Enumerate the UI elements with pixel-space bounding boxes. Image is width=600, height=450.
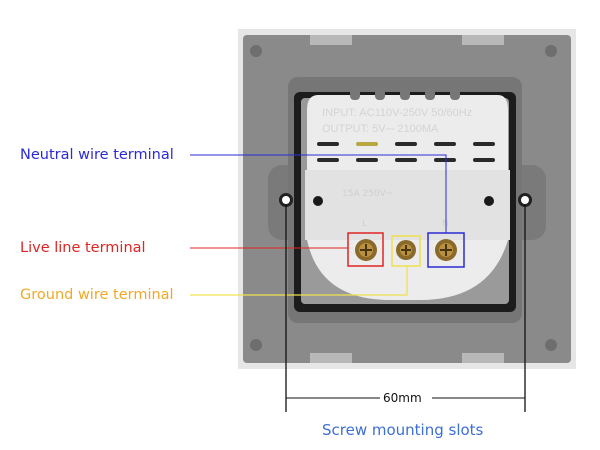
socket-rating-text: 15A 250V~ [342,189,393,199]
neutral-mark: N [442,219,449,229]
input-rating-text: INPUT: AC110V-250V 50/60Hz [322,107,472,119]
plate-screw-holes [250,45,557,351]
dimension-label: 60mm [383,391,422,405]
plate-clips [310,35,504,363]
left-mounting-slot [282,196,290,204]
neutral-wire-label: Neutral wire terminal [20,147,174,163]
ground-terminal-box [391,235,421,267]
live-terminal-box [347,232,384,267]
neutral-leader-line [190,154,447,233]
neutral-screw [435,239,457,261]
right-mounting-slot [521,196,529,204]
live-mark: L [362,219,367,229]
output-rating-text: OUTPUT: 5V⎓ 2100MA [322,123,439,135]
vent-slots [317,142,495,162]
ground-leader-line [190,266,408,296]
live-line-label: Live line terminal [20,240,146,256]
mounting-slots-label: Screw mounting slots [322,421,484,439]
ground-wire-label: Ground wire terminal [20,287,174,303]
ground-screw [396,240,416,260]
live-screw [355,239,377,261]
socket-top-notches [350,88,460,100]
